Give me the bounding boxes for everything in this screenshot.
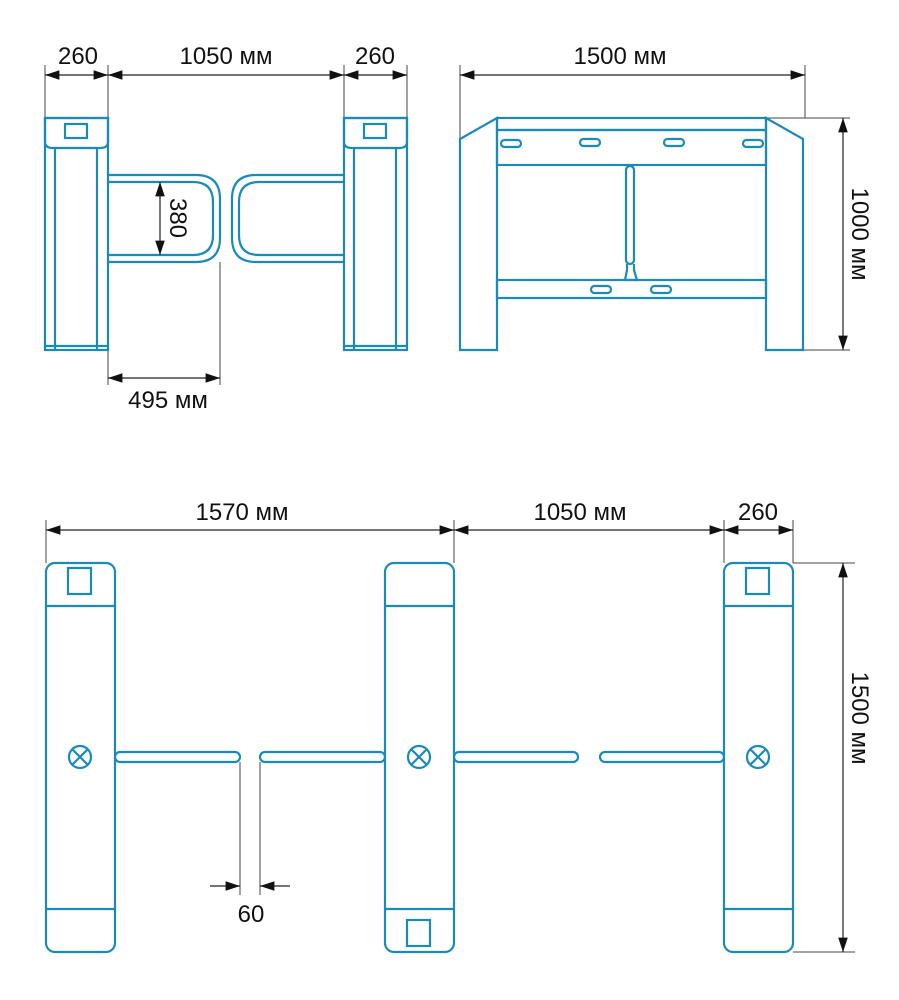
post-3	[722, 561, 795, 954]
dim-wing-length: 495 мм	[128, 387, 208, 414]
dim-post-right: 260	[355, 43, 395, 70]
dim-post-left: 260	[58, 43, 98, 70]
post-1	[44, 561, 117, 954]
post-2	[383, 561, 456, 954]
dim-post-width: 260	[738, 499, 778, 526]
front-view: 260 1050 мм 260 380 495 мм	[43, 43, 409, 414]
dim-width: 1500 мм	[573, 43, 666, 70]
dim-wing-height: 380	[164, 198, 191, 238]
side-view: 1500 мм 1000 мм	[458, 43, 873, 352]
dim-passage: 1050 мм	[179, 43, 272, 70]
dim-height: 1000 мм	[846, 187, 873, 280]
right-post	[342, 116, 409, 352]
dim-gap: 60	[238, 901, 265, 928]
left-post	[458, 116, 499, 352]
left-wing	[108, 173, 222, 264]
dim-overall-length: 1570 мм	[195, 499, 288, 526]
right-post	[764, 116, 805, 352]
dim-height: 1500 мм	[846, 671, 873, 764]
left-post	[43, 116, 110, 352]
top-view: 1570 мм 1050 мм 260 1500 мм 60	[44, 499, 873, 954]
extension-lines	[44, 65, 408, 385]
right-wing	[230, 173, 344, 264]
dim-passage: 1050 мм	[533, 499, 626, 526]
